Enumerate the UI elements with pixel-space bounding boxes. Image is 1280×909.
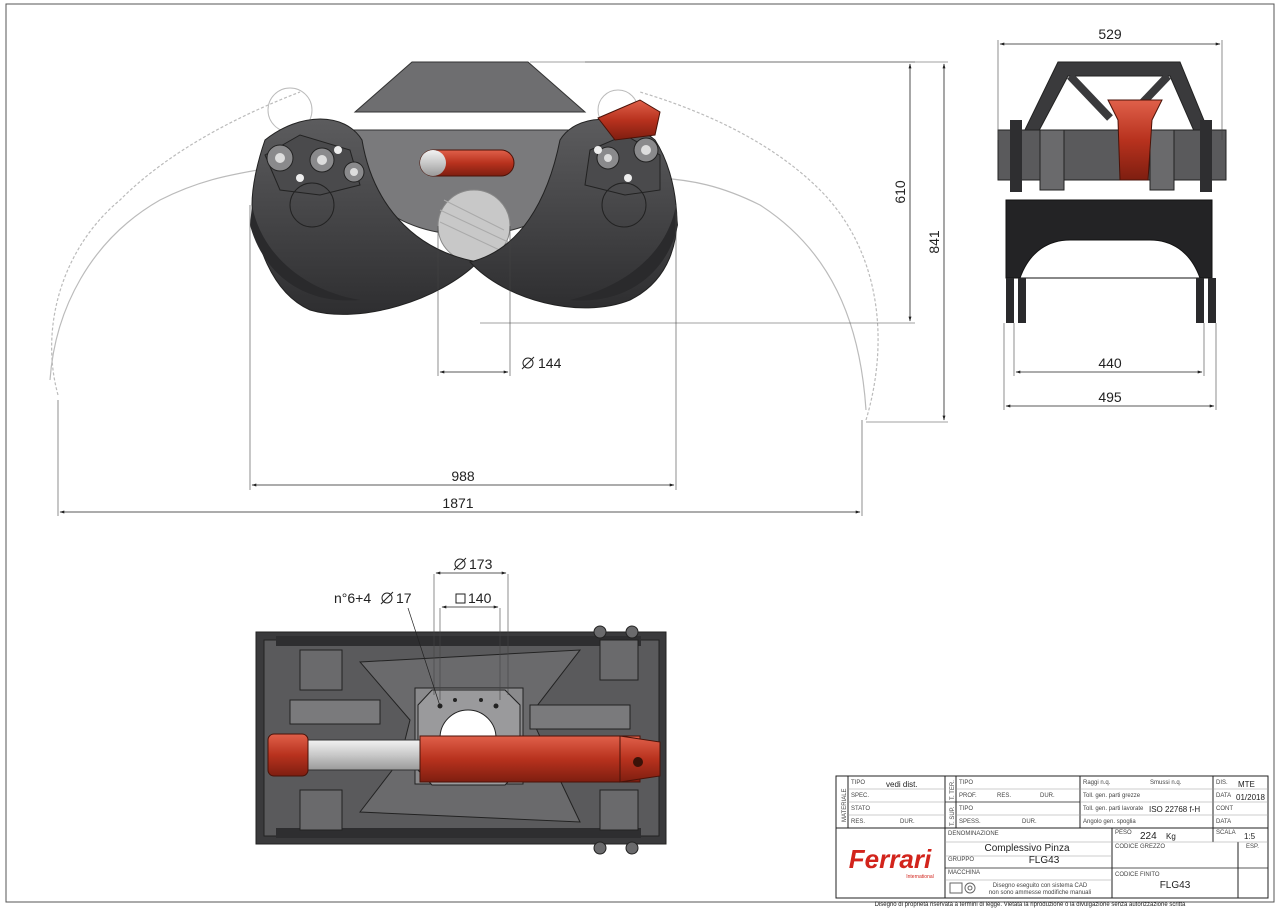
tb-data-value: 01/2018 [1236,793,1265,802]
dim-173: 173 [469,556,493,572]
tb-smussi: Smussi n.q. [1150,780,1182,786]
tb-gruppo-value: FLG43 [1029,855,1060,866]
diameter-icon [380,591,394,605]
dim-1871: 1871 [442,495,473,511]
tb-denominazione-value: Complessivo Pinza [984,843,1069,854]
side-view: 529 440 495 [997,26,1227,410]
tb-toll-lavorate-value: ISO 22768 f-H [1149,805,1200,814]
tb-prof-label: PROF. [959,793,977,799]
tb-dis-label: DIS. [1216,780,1228,786]
cad-symbol-icon [949,882,976,894]
tb-peso-label: PESO [1115,830,1132,836]
logo-text: Ferrari [849,844,932,874]
company-logo: Ferrari International [849,844,934,880]
top-view: 173 140 n°6+4 17 [255,556,667,855]
diameter-icon [521,356,535,370]
dim-841: 841 [926,230,942,254]
tb-res-label: RES. [851,819,865,825]
tb-tipo-label: TIPO [851,780,865,786]
tb-gruppo-label: GRUPPO [948,857,974,863]
front-view: 1871 988 144 610 841 [49,61,948,516]
tb-dur3-label: DUR. [1022,819,1037,825]
tb-res2-label: RES. [997,793,1011,799]
tb-dur2-label: DUR. [1040,793,1055,799]
tb-data2-label: DATA [1216,819,1231,825]
dim-440: 440 [1098,355,1122,371]
dim-988: 988 [451,468,475,484]
tb-cad-note-1: Disegno eseguito con sistema CAD [993,883,1088,889]
tb-dur-label: DUR. [900,819,915,825]
tb-spess-label: SPESS. [959,819,981,825]
footer-note: Disegno di proprietà riservata a termini… [875,902,1186,908]
holes-note: n°6+4 [334,590,371,606]
tb-cad-note-2: non sono ammesse modifiche manuali [989,890,1091,896]
tb-scala-value: 1:5 [1244,832,1256,841]
tb-t-ter: T. TER. [950,780,956,800]
title-block: MATERIALE TIPO vedi dist. SPEC. STATO RE… [835,775,1269,899]
tb-cont-label: CONT [1216,806,1233,812]
square-icon [455,593,466,604]
tb-toll-grezzo: Toll. gen. parti grezze [1083,793,1141,799]
tb-toll-lavorate: Toll. gen. parti lavorate [1083,806,1144,812]
tb-data-label: DATA [1216,793,1231,799]
tb-peso-unit: Kg [1166,832,1176,841]
tb-angolo: Angolo gen. spoglia [1083,819,1136,825]
tb-spec-label: SPEC. [851,793,869,799]
hole-diameter: 17 [396,590,412,606]
logo-subtext: International [906,874,934,880]
tb-codice-finito-label: CODICE FINITO [1115,872,1160,878]
tb-macchina-label: MACCHINA [948,870,980,876]
tb-raggi: Raggi n.q. [1083,780,1111,786]
tb-t-sup: T. SUP. [950,806,956,826]
tb-tipo2-label: TIPO [959,780,973,786]
tb-stato-label: STATO [851,806,870,812]
dim-144: 144 [538,355,562,371]
diameter-icon [453,557,467,571]
tb-denominazione-label: DENOMINAZIONE [948,831,999,837]
dim-140: 140 [468,590,492,606]
tb-codice-finito-value: FLG43 [1160,880,1191,891]
tb-scala-label: SCALA [1216,830,1236,836]
tb-tipo3-label: TIPO [959,806,973,812]
tb-materiale: MATERIALE [842,788,848,822]
tb-esp-label: ESP. [1246,844,1259,850]
tb-tipo-value: vedi dist. [886,780,918,789]
tb-codice-grezzo-label: CODICE GREZZO [1115,844,1165,850]
dim-610: 610 [892,180,908,204]
tb-dis-value: MTE [1238,780,1255,789]
dim-495: 495 [1098,389,1122,405]
dim-529: 529 [1098,26,1122,42]
tb-peso-value: 224 [1140,831,1157,842]
